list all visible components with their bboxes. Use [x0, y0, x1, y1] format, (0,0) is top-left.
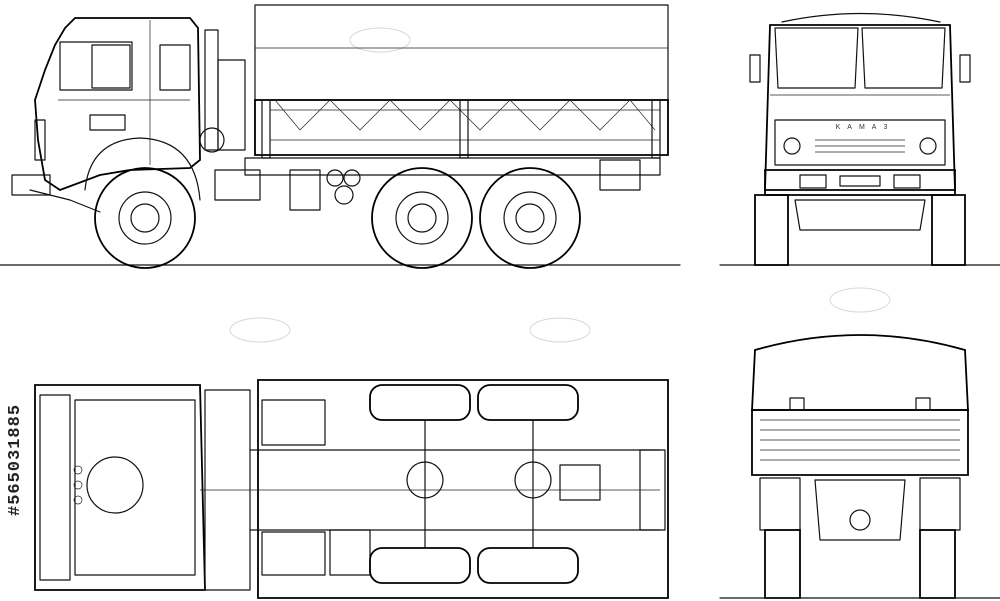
front-view — [719, 12, 1000, 266]
rear-view — [719, 334, 1000, 599]
stock-id-label: #565031885 — [6, 403, 25, 517]
front-wheel — [94, 167, 196, 269]
grille-lettering: KAMA3 — [835, 124, 895, 131]
top-view — [34, 379, 669, 599]
rear-wheel-1 — [371, 167, 473, 269]
side-view — [0, 4, 681, 269]
rear-wheel-2 — [479, 167, 581, 269]
watermark-pattern — [229, 27, 891, 343]
